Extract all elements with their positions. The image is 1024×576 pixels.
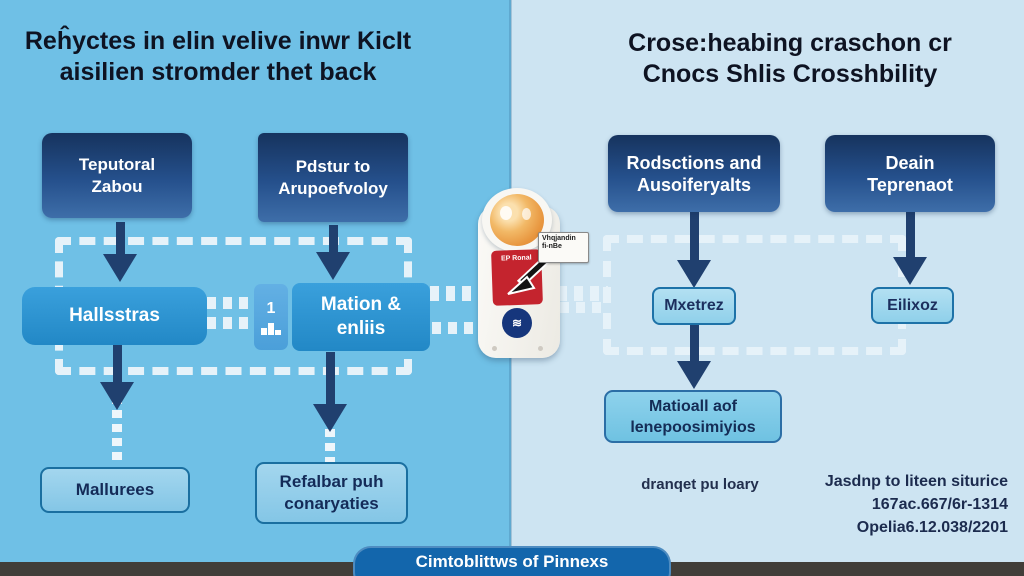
brand-glyph: ≋	[511, 316, 523, 330]
arrow-shaft	[689, 325, 699, 361]
flow-box-refalbar: Refalbar puh conaryaties	[255, 462, 408, 524]
footnote-line2: 167ac.667/6r-1314	[871, 496, 1008, 513]
arrow-shaft	[905, 212, 915, 257]
arrow-down	[313, 352, 347, 432]
box-line: Hallsstras	[69, 305, 160, 326]
box-line: Mation &	[320, 294, 402, 315]
arrow-shaft	[115, 222, 125, 254]
textured-connector-fragment	[560, 302, 604, 313]
arrow-down	[677, 212, 711, 288]
arrow-shaft	[112, 345, 122, 382]
footnote-line3: Opelia6.12.038/2201	[856, 519, 1008, 536]
box-line: Teprenaot	[867, 174, 953, 195]
right-title-line2: Cnocs Shlis Crosshbility	[642, 60, 938, 88]
box-line: Mallurees	[75, 480, 155, 499]
left-title-line1: Reĥyctes in elin velive inwr KicIt	[24, 27, 412, 55]
orb-highlight	[500, 206, 512, 220]
podium-icon	[261, 322, 281, 335]
step-badge: 1	[254, 284, 288, 350]
left-title-line2: aisilien stromder thet back	[59, 58, 377, 86]
dashed-tail	[112, 382, 122, 466]
device-screw-dot	[492, 346, 497, 351]
device-screw-dot	[538, 346, 543, 351]
box-line: Ausoiferyalts	[636, 174, 752, 195]
callout-line2: fi-nBe	[542, 243, 562, 250]
arrowhead-icon	[893, 257, 927, 285]
box-line: conaryaties	[284, 494, 379, 513]
arrowhead-icon	[677, 260, 711, 288]
box-line: Rodsctions and	[626, 152, 762, 173]
box-line: Arupoefvoloy	[278, 178, 388, 198]
callout-line1: Vhqjandin	[542, 235, 576, 242]
arrowhead-icon	[316, 252, 350, 280]
box-line: Refalbar puh	[279, 472, 384, 491]
orange-orb	[490, 194, 544, 246]
box-line: Deain	[885, 152, 935, 173]
arrow-down	[316, 225, 350, 280]
footer-label: Cimtoblittws of Pinnexs	[415, 552, 609, 571]
right-title-line1: Crose:heabing craschon cr	[628, 29, 952, 57]
right-caption: dranqet pu loary	[641, 476, 759, 493]
flow-box-deain-teprenaot: Deain Teprenaot	[825, 135, 995, 212]
right-footnote: Jasdnp to liteen siturice 167ac.667/6r-1…	[770, 470, 1008, 539]
box-line: Eilixoz	[887, 296, 938, 314]
flow-box-pdstur: Pdstur to Arupoefvoloy	[258, 133, 408, 222]
badge-number: 1	[266, 299, 276, 317]
arrowhead-icon	[103, 254, 137, 282]
box-line: lenepoosimiyios	[630, 418, 756, 436]
flow-box-hallsstras: Hallsstras	[22, 287, 207, 345]
footnote-line1: Jasdnp to liteen siturice	[824, 473, 1008, 490]
arrowhead-icon	[677, 361, 711, 389]
box-line: Mxetrez	[664, 297, 724, 314]
device-brand-mark: ≋	[502, 308, 532, 338]
arrow-down	[677, 325, 711, 389]
orb-highlight	[522, 208, 531, 220]
footer-banner: Cimtoblittws of Pinnexs	[353, 546, 671, 576]
device-callout-label: Vhqjandin fi-nBe	[538, 232, 589, 263]
textured-connector	[207, 317, 255, 329]
right-group-outline	[603, 235, 906, 355]
flow-box-mxetrez: Mxetrez	[652, 287, 736, 325]
arrow-down	[893, 212, 927, 285]
arrow-shaft	[689, 212, 699, 260]
flow-box-eilixoz: Eilixoz	[871, 287, 954, 324]
flow-box-matioall: Matioall aof lenepoosimiyios	[604, 390, 782, 443]
dashed-tail	[325, 415, 335, 463]
box-line: Zabou	[91, 176, 143, 196]
textured-connector-fragment	[432, 322, 478, 334]
arrow-down	[103, 222, 137, 282]
arrow-down	[100, 345, 134, 410]
arrowhead-icon	[313, 404, 347, 432]
right-title: Crose:heabing craschon cr Cnocs Shlis Cr…	[570, 28, 1010, 90]
flow-box-rodsctions: Rodsctions and Ausoiferyalts	[608, 135, 780, 212]
box-line: Matioall aof	[648, 397, 737, 415]
callout-arrow-icon	[507, 252, 554, 295]
box-line: enliis	[336, 318, 386, 339]
left-title: Reĥyctes in elin velive inwr KicIt aisil…	[8, 26, 428, 88]
box-line: Teputoral	[78, 154, 156, 174]
flow-box-mallurees: Mallurees	[40, 467, 190, 513]
box-line: Pdstur to	[295, 156, 371, 176]
arrow-shaft	[325, 352, 335, 404]
dispenser-device: EP Ronal Vhqjandin fi-nBe ≋	[468, 188, 589, 363]
arrowhead-icon	[100, 382, 134, 410]
textured-connector	[207, 297, 255, 309]
arrow-shaft	[328, 225, 338, 252]
flow-box-mation: Mation & enliis	[292, 283, 430, 351]
flow-box-teputoral-zabou: Teputoral Zabou	[42, 133, 192, 218]
